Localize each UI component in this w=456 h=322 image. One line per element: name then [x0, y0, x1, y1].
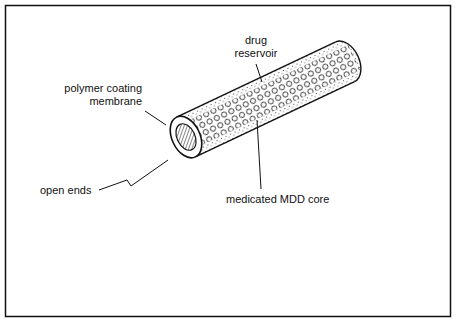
part-label: polymer coating membrane: [48, 82, 142, 108]
frame: [6, 6, 451, 317]
part-label: medicated MDD core: [226, 193, 329, 206]
part-label: drug reservoir: [226, 34, 286, 60]
part-label: open ends: [40, 184, 91, 197]
